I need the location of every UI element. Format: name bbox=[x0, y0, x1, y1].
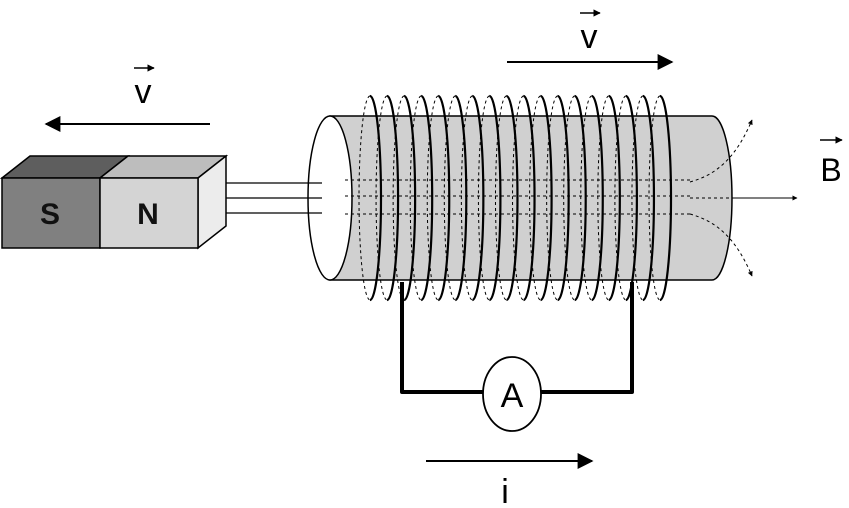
coil-turn-front bbox=[386, 94, 400, 302]
current-label: i bbox=[501, 473, 509, 508]
magnet-south-pole bbox=[1, 177, 101, 249]
coil-turn-front bbox=[540, 94, 553, 302]
coil-turn-back bbox=[614, 95, 627, 301]
magnet-field-lines bbox=[226, 182, 322, 214]
magnet-north-pole bbox=[99, 177, 199, 249]
coil-turn-back bbox=[460, 95, 473, 301]
coil-turn-front bbox=[608, 94, 621, 302]
coil-turn-front bbox=[471, 94, 485, 302]
coil-turn-back bbox=[426, 95, 439, 301]
coil-windings bbox=[358, 94, 673, 302]
coil-velocity-vector: v bbox=[507, 9, 674, 70]
field-vector-label-group: B bbox=[820, 136, 843, 188]
coil-turn-front bbox=[506, 94, 519, 302]
coil-turn-back bbox=[597, 95, 609, 301]
coil-turn-front bbox=[574, 94, 587, 302]
coil-turn-back bbox=[512, 95, 524, 301]
magnet-velocity-label: v bbox=[135, 73, 152, 111]
coil-turn-front bbox=[437, 94, 451, 302]
coil-turn-front bbox=[489, 94, 502, 302]
coil-turn-back bbox=[358, 95, 371, 301]
coil-turn-front bbox=[420, 94, 434, 302]
ammeter: A bbox=[482, 356, 542, 432]
coil-turn-front bbox=[454, 94, 468, 302]
coil-turn-front bbox=[523, 94, 536, 302]
coil-turn-front bbox=[369, 94, 383, 302]
field-label: B bbox=[820, 152, 841, 188]
coil-turn-front bbox=[642, 94, 656, 302]
coil-turn-front bbox=[591, 94, 604, 302]
coil-turn-back bbox=[375, 95, 388, 301]
bar-magnet: S N bbox=[0, 154, 229, 250]
coil-turn-back bbox=[443, 95, 456, 301]
coil-turn-back bbox=[631, 95, 644, 301]
coil-turn-front bbox=[659, 94, 673, 302]
coil-turn-back bbox=[563, 95, 575, 301]
coil-turn-front bbox=[403, 94, 417, 302]
circuit-wire bbox=[400, 282, 634, 394]
coil-turn-back bbox=[409, 95, 422, 301]
magnet-north-label: N bbox=[137, 198, 159, 231]
coil-turn-back bbox=[580, 95, 592, 301]
coil-turn-back bbox=[477, 95, 490, 301]
coil-turn-back bbox=[529, 95, 541, 301]
current-vector: i bbox=[426, 453, 594, 508]
coil-turn-back bbox=[648, 95, 661, 301]
magnet-south-label: S bbox=[40, 198, 60, 231]
ammeter-label: A bbox=[501, 377, 524, 415]
coil-turn-back bbox=[392, 95, 405, 301]
coil-velocity-label: v bbox=[581, 18, 598, 56]
coil-turn-back bbox=[546, 95, 558, 301]
induced-field-lines bbox=[689, 119, 798, 277]
coil-turn-back bbox=[494, 95, 507, 301]
magnet-velocity-vector: v bbox=[44, 64, 210, 132]
coil-turn-front bbox=[557, 94, 570, 302]
